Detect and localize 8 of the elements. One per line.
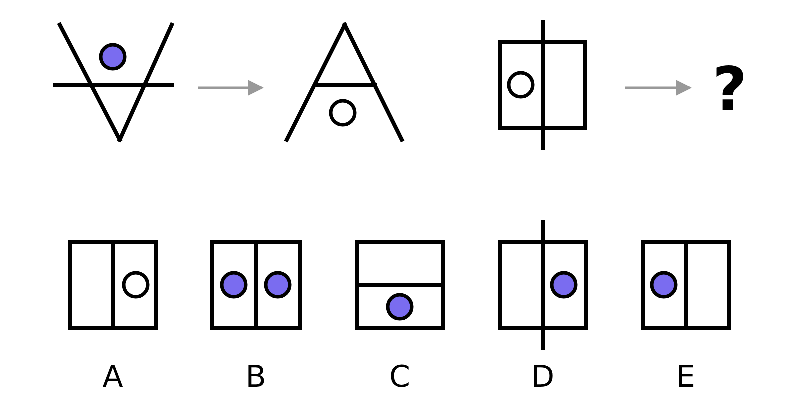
option-letter: E (676, 363, 696, 393)
option-letter: A (102, 363, 124, 393)
arrow (625, 80, 692, 96)
question-mark: ? (712, 54, 748, 127)
option-letter: C (388, 363, 412, 393)
option-letter: D (530, 363, 556, 393)
option-letter: B (244, 363, 268, 393)
arrow (198, 80, 264, 96)
